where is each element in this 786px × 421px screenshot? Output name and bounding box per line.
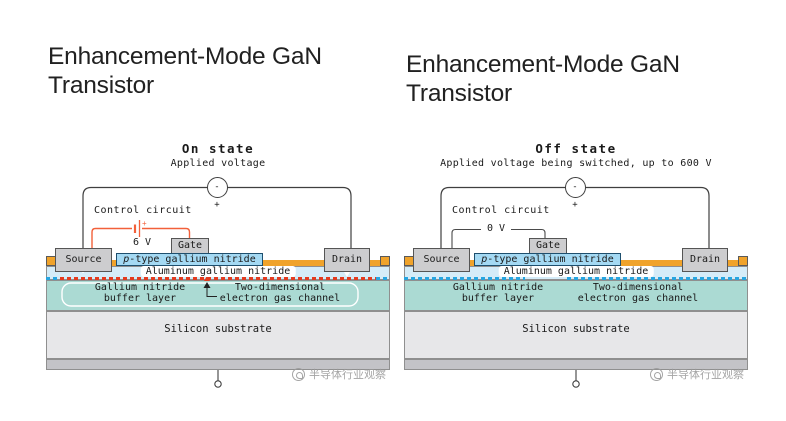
state-heading: Off state: [535, 141, 617, 156]
gan-buffer-layer: [404, 280, 748, 311]
channel-label: Two-dimensional electron gas channel: [219, 282, 341, 304]
channel-label: Two-dimensional electron gas channel: [577, 282, 699, 304]
ground-terminal: [214, 380, 222, 388]
silicon-substrate-layer: [46, 311, 390, 359]
state-heading: On state: [181, 141, 255, 156]
control-circuit-label: Control circuit: [452, 205, 550, 216]
buffer-layer-label: Gallium nitride buffer layer: [452, 282, 544, 304]
control-wire-right: [142, 227, 191, 239]
channel-dash-blue-left: [46, 277, 60, 280]
buffer-layer-label: Gallium nitride buffer layer: [94, 282, 186, 304]
channel-dash-blue-right: [376, 277, 390, 280]
watermark-logo-icon: [650, 367, 663, 381]
channel-dash-blue-right: [567, 277, 748, 280]
gate-contact: Gate: [171, 238, 209, 254]
control-circuit-label: Control circuit: [94, 205, 192, 216]
algan-label: Aluminum gallium nitride: [498, 266, 654, 277]
p-gan-italic-p: p: [123, 254, 130, 265]
p-gan-label-rest: -type gallium nitride: [129, 254, 256, 265]
substrate-label: Silicon substrate: [164, 323, 272, 335]
applied-voltage-label: Applied voltage being switched, up to 60…: [440, 158, 712, 169]
panel-title: Enhancement-Mode GaN Transistor: [406, 51, 680, 107]
gate-contact: Gate: [529, 238, 567, 254]
channel-dash-blue-left: [404, 277, 525, 280]
panel-on-state: Enhancement-Mode GaN Transistor On state…: [46, 0, 390, 421]
voltage-source-icon: - +: [207, 177, 228, 210]
substrate-label: Silicon substrate: [522, 323, 630, 335]
p-gan-italic-p: p: [481, 254, 488, 265]
ground-terminal: [572, 380, 580, 388]
panel-title: Enhancement-Mode GaN Transistor: [48, 43, 322, 99]
watermark: 半导体行业观察: [292, 366, 386, 382]
voltage-source-icon: - +: [565, 177, 586, 210]
watermark-text: 半导体行业观察: [667, 369, 744, 381]
gold-edge-right: [738, 256, 748, 266]
watermark-text: 半导体行业观察: [309, 369, 386, 381]
p-gan-label-rest: -type gallium nitride: [487, 254, 614, 265]
backside-metal-layer: [46, 359, 390, 370]
algan-label: Aluminum gallium nitride: [140, 266, 296, 277]
control-voltage-value: 6 V: [132, 237, 152, 248]
control-voltage-value: 0 V: [486, 223, 506, 234]
backside-metal-layer: [404, 359, 748, 370]
control-wire-right: [511, 228, 546, 238]
drain-contact: Drain: [682, 248, 728, 272]
channel-dash-red: [60, 277, 376, 280]
control-wire-left: [91, 227, 132, 252]
watermark-logo-icon: [292, 367, 305, 381]
control-wire-left: [451, 228, 481, 252]
p-gan-layer: p-type gallium nitride: [116, 253, 263, 266]
gold-edge-right: [380, 256, 390, 266]
source-contact: Source: [413, 248, 470, 272]
applied-voltage-label: Applied voltage: [170, 158, 266, 169]
p-gan-layer: p-type gallium nitride: [474, 253, 621, 266]
silicon-substrate-layer: [404, 311, 748, 359]
battery-plus-sign: +: [142, 219, 147, 228]
panel-off-state: Enhancement-Mode GaN Transistor Off stat…: [404, 0, 748, 421]
source-contact: Source: [55, 248, 112, 272]
watermark: 半导体行业观察: [650, 366, 744, 382]
drain-contact: Drain: [324, 248, 370, 272]
